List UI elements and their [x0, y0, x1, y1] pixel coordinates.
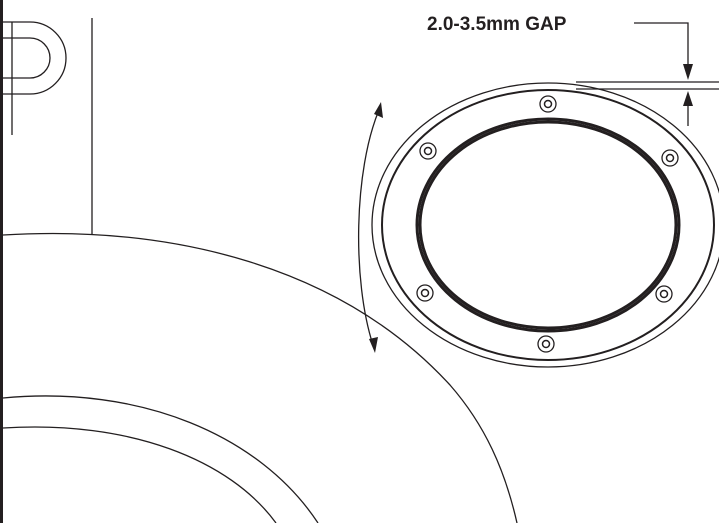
gap-arrow-down	[683, 64, 693, 80]
rotation-arrow	[357, 102, 383, 353]
arrowhead-top	[374, 102, 383, 118]
bezel-inner-ring	[415, 117, 681, 333]
handle-slot	[3, 21, 67, 95]
screw-head	[543, 99, 553, 109]
leader-line	[634, 22, 689, 66]
lower-arc-outer	[2, 395, 319, 523]
screw	[539, 95, 557, 113]
screw	[537, 335, 555, 353]
gap-callout: 2.0-3.5mm GAP	[427, 14, 719, 126]
screw	[419, 142, 437, 160]
mounting-surface-ring	[371, 82, 719, 368]
bezel-assembly	[371, 82, 719, 368]
gap-arrow-up	[683, 91, 693, 106]
handle-slot-inner	[3, 37, 51, 79]
screw	[416, 284, 434, 302]
screw	[655, 285, 673, 303]
screw-head	[420, 288, 430, 298]
screw-head	[541, 339, 551, 349]
grille-opening	[418, 120, 678, 330]
body-outline-curve	[2, 232, 518, 523]
screw-head	[423, 146, 433, 156]
gap-label: 2.0-3.5mm GAP	[427, 14, 567, 35]
arrowhead-bottom	[369, 337, 378, 353]
screw-head	[659, 289, 669, 299]
screw	[661, 149, 679, 167]
double-arrow-icon	[357, 109, 380, 346]
bezel-outer-ring	[381, 89, 715, 361]
screw-head	[665, 153, 675, 163]
gap-arrows-icon	[576, 64, 719, 126]
lower-arc-inner	[2, 426, 277, 523]
